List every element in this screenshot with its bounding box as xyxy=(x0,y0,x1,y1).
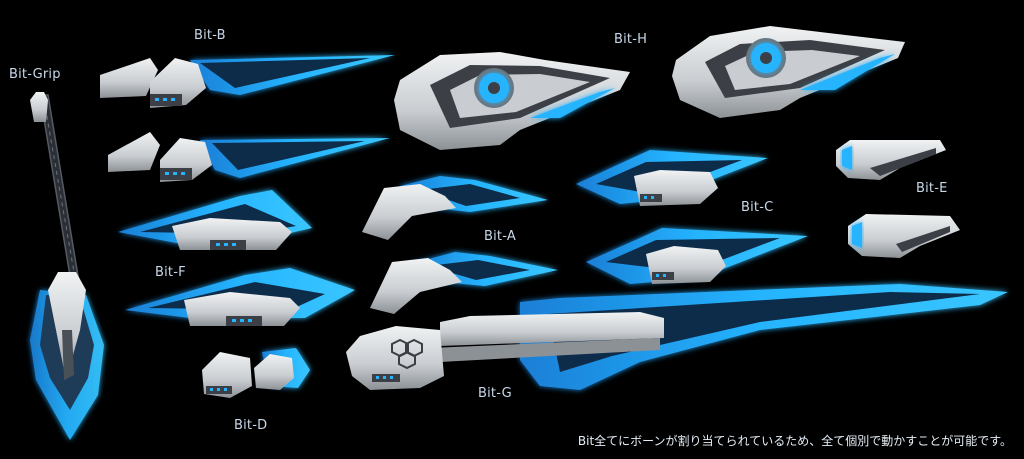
label-bit-f: Bit-F xyxy=(155,265,186,280)
bit-g-part xyxy=(346,284,1008,390)
bit-c-part-2 xyxy=(586,228,808,284)
bit-a-part-1 xyxy=(362,176,548,240)
bit-f-part-1 xyxy=(118,190,312,250)
bit-d-part xyxy=(202,348,310,398)
label-bit-d: Bit-D xyxy=(234,418,268,433)
label-bit-g: Bit-G xyxy=(478,386,512,401)
bit-e-part-1 xyxy=(836,140,946,180)
bit-a-part-2 xyxy=(370,252,558,314)
label-bit-a: Bit-A xyxy=(484,229,516,244)
label-bit-c: Bit-C xyxy=(741,200,774,215)
bit-b-part-1 xyxy=(100,55,395,108)
bit-h-part-2 xyxy=(672,26,905,118)
bit-f-part-2 xyxy=(125,268,355,326)
bit-e-part-2 xyxy=(848,214,960,258)
bit-c-part-1 xyxy=(576,150,768,206)
bit-grip-part xyxy=(30,92,104,440)
label-bit-h: Bit-H xyxy=(614,32,648,47)
bit-h-part-1 xyxy=(394,52,630,150)
label-bit-e: Bit-E xyxy=(916,181,948,196)
label-bit-grip: Bit-Grip xyxy=(9,67,61,82)
bit-b-part-2 xyxy=(108,132,390,182)
caption-text: Bit全てにボーンが割り当てられているため、全て個別で動かすことが可能です。 xyxy=(577,434,1012,448)
label-bit-b: Bit-B xyxy=(194,28,226,43)
